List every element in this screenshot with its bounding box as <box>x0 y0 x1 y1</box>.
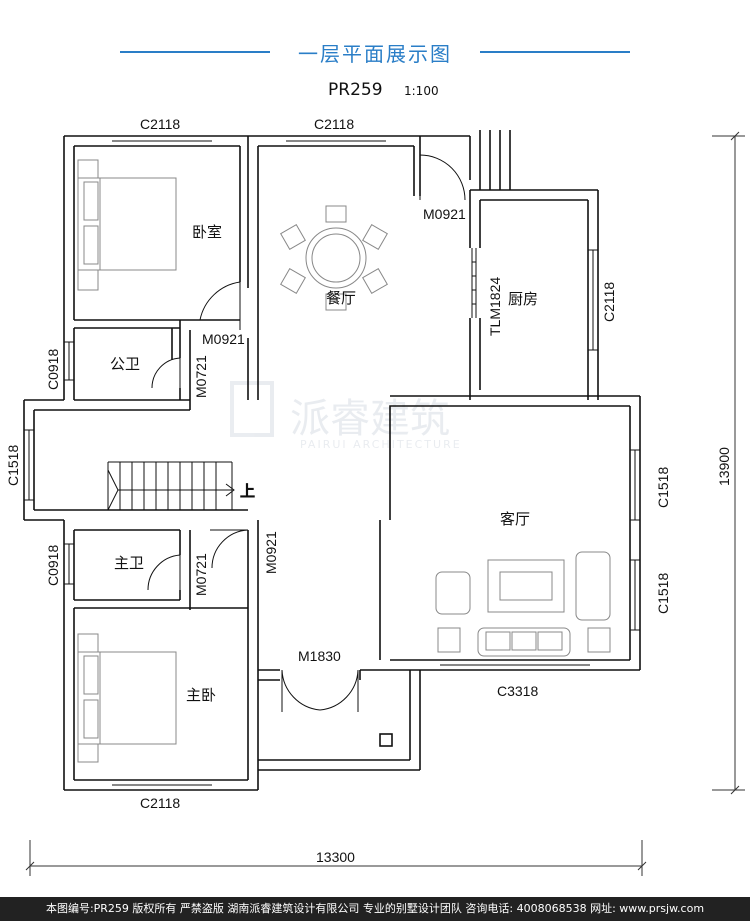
label-win-master-bath: C0918 <box>45 545 61 586</box>
window-living-2 <box>630 559 640 631</box>
label-win-kitchen: C2118 <box>601 282 617 322</box>
windows <box>24 135 640 791</box>
armchair-icon <box>435 571 471 615</box>
doors <box>147 154 477 712</box>
sofa-icon <box>477 627 571 657</box>
door-entrance <box>281 669 359 712</box>
watermark-logo-icon <box>230 381 274 437</box>
window-living-bottom <box>440 659 590 671</box>
label-win-top-mid: C2118 <box>314 116 354 132</box>
room-dining: 餐厅 <box>326 289 356 307</box>
label-win-left-hall: C1518 <box>5 445 21 486</box>
footer-bar: 本图编号:PR259 版权所有 严禁盗版 湖南派睿建筑设计有限公司 专业的别墅设… <box>0 897 750 921</box>
label-door-dining: M0921 <box>423 206 466 222</box>
window-public-bath <box>64 341 74 381</box>
label-win-living-bottom: C3318 <box>497 683 538 699</box>
room-public-bath: 公卫 <box>110 355 140 373</box>
master-bed-icon <box>77 651 177 745</box>
coffee-table-icon <box>487 559 565 613</box>
label-door-entrance: M1830 <box>298 648 341 664</box>
label-door-bedroom: M0921 <box>202 331 245 347</box>
stairs-up-label: 上 <box>240 482 255 500</box>
window-bottom <box>112 779 212 791</box>
label-door-kitchen: TLM1824 <box>487 277 503 336</box>
window-living-1 <box>630 449 640 521</box>
window-master-bath <box>64 543 74 585</box>
dining-table-icon <box>305 227 367 289</box>
room-living: 客厅 <box>500 510 530 528</box>
watermark-en: PAIRUI ARCHITECTURE <box>300 438 462 451</box>
dimension-lines <box>25 131 745 876</box>
stairs: 上 <box>107 461 256 511</box>
label-win-top-left: C2118 <box>140 116 180 132</box>
plan-code: PR259 <box>328 80 383 100</box>
window-left-hall <box>24 429 34 501</box>
label-win-living-2: C1518 <box>655 573 671 614</box>
window-top-mid <box>286 135 386 147</box>
room-kitchen: 厨房 <box>508 290 538 308</box>
furniture <box>77 159 611 763</box>
room-labels: 卧室 餐厅 厨房 公卫 主卫 客厅 主卧 <box>110 223 538 704</box>
door-dining <box>419 154 466 201</box>
room-master-bath: 主卫 <box>114 554 144 572</box>
header-rule-right <box>480 51 630 53</box>
window-kitchen <box>588 249 598 351</box>
sofa-side-icon <box>575 551 611 621</box>
page-title: 一层平面展示图 <box>298 42 452 66</box>
door-bedroom <box>199 281 241 330</box>
window-top-left <box>112 135 212 147</box>
room-master-bedroom: 主卧 <box>186 686 216 704</box>
watermark-name: 派睿建筑 <box>290 396 450 442</box>
door-master-bath <box>147 554 181 591</box>
label-door-master-bed: M0921 <box>263 531 279 574</box>
label-win-public-bath: C0918 <box>45 349 61 390</box>
label-door-public-bath: M0721 <box>193 355 209 398</box>
door-public-bath <box>151 357 181 389</box>
header-rule-left <box>120 51 270 53</box>
watermark: 派睿建筑 PAIRUI ARCHITECTURE <box>230 381 462 451</box>
walls <box>23 130 641 791</box>
room-bedroom: 卧室 <box>192 223 222 241</box>
opening-labels: C2118 C2118 C2118 C3318 M1830 M0921 M092… <box>5 116 671 811</box>
plan-scale: 1:100 <box>404 84 439 98</box>
label-door-master-bath: M0721 <box>193 553 209 596</box>
label-win-living-1: C1518 <box>655 467 671 508</box>
bed-icon <box>77 177 177 271</box>
label-win-bottom: C2118 <box>140 795 180 811</box>
door-kitchen <box>471 248 477 318</box>
door-master-bed <box>210 529 249 569</box>
dimension-width: 13300 <box>316 849 355 865</box>
dimension-height: 13900 <box>716 447 732 486</box>
